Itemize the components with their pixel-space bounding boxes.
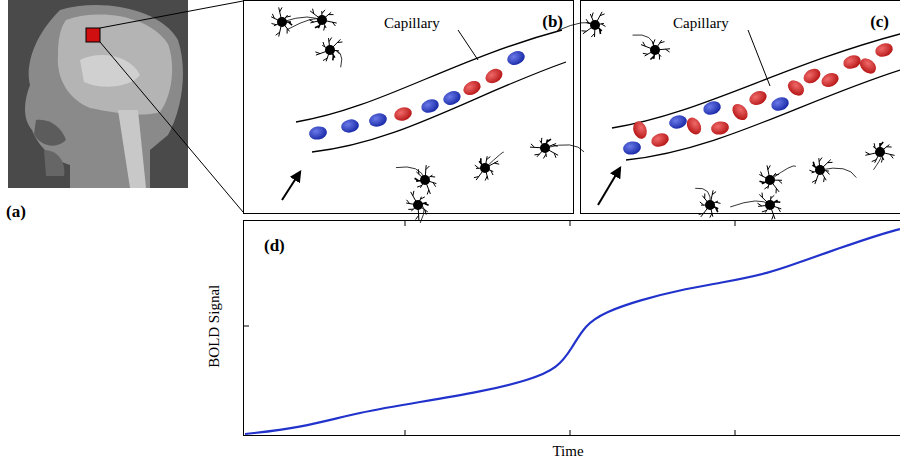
mri-image (8, 0, 243, 212)
blood-cell (785, 77, 807, 99)
neurons (271, 7, 894, 223)
blood-cell (340, 118, 360, 134)
blood-cell (769, 95, 790, 113)
panel-label: (a) (6, 203, 26, 222)
blood-cell (419, 97, 440, 115)
blood-cell (668, 113, 689, 130)
neuron (406, 191, 428, 223)
leader-line (748, 30, 770, 86)
neuron (315, 38, 342, 68)
capillary-illustration (598, 30, 900, 205)
neuron (530, 138, 584, 159)
leader-line (458, 30, 478, 60)
blood-cell (483, 66, 505, 86)
blood-cell (819, 70, 841, 89)
neuron (288, 9, 337, 31)
blood-cell (747, 88, 769, 107)
blood-cell (461, 78, 483, 98)
blood-cell (801, 66, 823, 86)
capillary-label: Capillary (384, 15, 440, 32)
blood-cell (710, 120, 730, 136)
blood-cell (649, 131, 670, 149)
blood-cell (441, 89, 463, 108)
blood-cell (684, 115, 704, 137)
neuron (557, 12, 605, 37)
neuron (396, 165, 436, 194)
neuron (865, 142, 894, 170)
flow-arrow (598, 168, 620, 205)
blood-cell (701, 99, 722, 117)
region-marker (86, 28, 100, 42)
neuron (759, 165, 796, 193)
blood-cell (841, 53, 862, 71)
panel-label: (d) (264, 237, 285, 256)
axis-title: Time (552, 443, 583, 460)
panel-c: (c) Capillary (580, 0, 900, 214)
flow-arrow (282, 172, 300, 200)
axis-title: BOLD Signal (206, 285, 223, 368)
blood-cell (368, 112, 389, 129)
bold-curve (245, 229, 900, 434)
neuron (730, 193, 781, 220)
bold-chart (244, 221, 900, 435)
capillary-illustration (282, 30, 566, 200)
zoom-line (100, 42, 243, 212)
blood-cell (631, 119, 649, 140)
neuron (474, 152, 504, 181)
panel-label: (c) (870, 13, 889, 32)
blood-cells (308, 41, 895, 156)
blood-cell (873, 41, 894, 59)
neuron (271, 7, 322, 36)
blood-cell (622, 140, 642, 156)
zoom-line (100, 1, 243, 28)
blood-cell (505, 49, 527, 68)
panel-b: (b) Capillary (243, 0, 574, 214)
panel-d: (d) (243, 220, 900, 436)
panel-label: (b) (542, 13, 563, 32)
blood-cell (729, 101, 751, 123)
neuron (809, 158, 856, 185)
neuron (633, 35, 670, 60)
blood-cell (308, 125, 328, 141)
blood-cell (392, 105, 413, 123)
blood-cell (857, 55, 879, 77)
capillary-label: Capillary (673, 15, 729, 32)
